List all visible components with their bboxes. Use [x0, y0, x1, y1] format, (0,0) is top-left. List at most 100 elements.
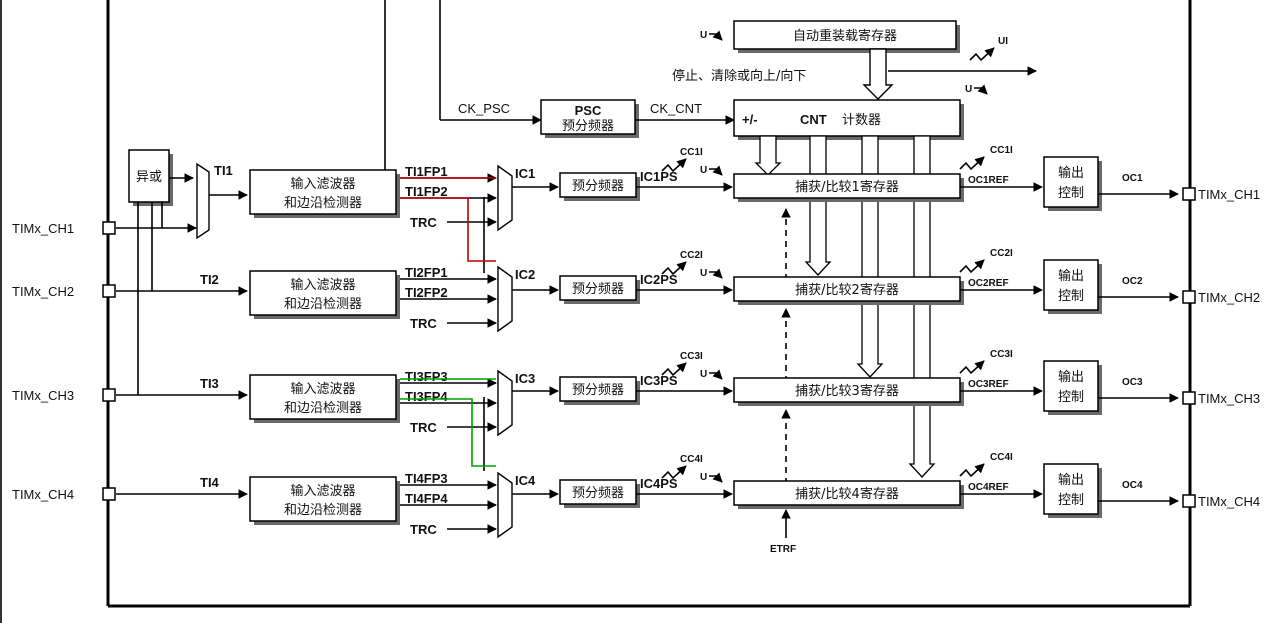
ch4-u-arrow [709, 472, 723, 483]
ti1-label: TI1 [214, 163, 233, 178]
ic3ps-label: IC3PS [640, 373, 678, 388]
ch2-pin-label: TIMx_CH2 [12, 284, 74, 299]
ch4-pin[interactable] [102, 487, 116, 501]
ti3fp4-to-ic4-link [400, 398, 496, 467]
ch1-u-arrow [709, 165, 723, 176]
ch1-pin-label: TIMx_CH1 [12, 221, 74, 236]
ch2-cc-out-label: CC2I [990, 248, 1013, 259]
xor-label: 异或 [136, 170, 162, 185]
ti2-label: TI2 [200, 272, 219, 287]
ch3-filter-block [249, 374, 397, 420]
ch2-pin[interactable] [102, 284, 116, 298]
ch4-fp-b-label: TI4FP4 [405, 491, 448, 506]
ch4-fp-a-label: TI4FP3 [405, 471, 448, 486]
oc3-label: OC3 [1122, 377, 1143, 388]
ch1-trc-label: TRC [410, 215, 437, 230]
ch3-output-label-2: 控制 [1058, 390, 1084, 405]
ch3-ocref-label: OC3REF [968, 379, 1009, 390]
ti3-label: TI3 [200, 376, 219, 391]
ch2-cc-out-flag [959, 259, 985, 274]
ch1-u-label: U [700, 165, 707, 176]
ch4-out-pin[interactable] [1182, 494, 1196, 508]
psc-sublabel: 预分频器 [562, 119, 614, 134]
cnt-u-arrow [974, 84, 988, 95]
ic3-mux [497, 369, 513, 437]
ch3-out-pin-label: TIMx_CH3 [1198, 391, 1260, 406]
ch2-output-label-1: 输出 [1058, 268, 1084, 284]
cnt-to-cc3-arrow [856, 135, 884, 378]
cnt-cn-label: 计数器 [842, 113, 881, 128]
cc4-register-label: 捕获/比较4寄存器 [795, 486, 899, 502]
ic1-mux [497, 164, 513, 232]
ch4-filter-block [249, 476, 397, 522]
ch1-output-label-2: 控制 [1058, 186, 1084, 201]
ch2-ocref-label: OC2REF [968, 278, 1009, 289]
ch3-cc-out-label: CC3I [990, 349, 1013, 360]
ch2-filter-label-2: 和边沿检测器 [284, 297, 362, 312]
ch3-prescaler-label: 预分频器 [572, 383, 624, 398]
ch3-u-arrow [709, 369, 723, 380]
ti1-mux [196, 162, 210, 240]
ch3-output-control [1043, 360, 1099, 412]
ch4-u-label: U [700, 472, 707, 483]
ch3-cci-flag [661, 362, 687, 377]
ic4-mux [497, 471, 513, 539]
ch4-output-control [1043, 463, 1099, 515]
ch4-prescaler-label: 预分频器 [572, 486, 624, 501]
ch1-prescaler [559, 172, 637, 198]
ch3-trc-label: TRC [410, 420, 437, 435]
ch2-filter-label-1: 输入滤波器 [290, 277, 355, 293]
ch3-output-label-1: 输出 [1058, 369, 1084, 385]
arr-u-label: U [700, 30, 707, 41]
arr-u-arrow [709, 30, 723, 41]
psc-label: PSC [575, 103, 602, 118]
ch1-fp-b-label: TI1FP2 [405, 184, 448, 199]
ch2-filter-block [249, 270, 397, 316]
ch2-cci-flag [661, 261, 687, 276]
ch3-out-pin[interactable] [1182, 391, 1196, 405]
ch4-prescaler [559, 479, 637, 505]
ch3-cc-out-flag [959, 360, 985, 375]
ti1fp2-to-ic2-link [400, 197, 496, 262]
ui-label: UI [998, 36, 1008, 47]
ic4-label: IC4 [515, 473, 536, 488]
cnt-u-label: U [965, 84, 972, 95]
ch1-out-pin[interactable] [1182, 187, 1196, 201]
ic2-mux [497, 265, 513, 333]
ch1-pin[interactable] [102, 221, 116, 235]
cnt-name-label: CNT [800, 112, 827, 127]
ch4-cc-out-label: CC4I [990, 452, 1013, 463]
stop-clear-label: 停止、清除或向上/向下 [672, 68, 806, 84]
ch1-cci-flag [661, 158, 687, 173]
ck-psc-label: CK_PSC [458, 101, 510, 116]
ch2-output-label-2: 控制 [1058, 289, 1084, 304]
ic4ps-label: IC4PS [640, 476, 678, 491]
ch2-trc-label: TRC [410, 316, 437, 331]
etrf-label: ETRF [770, 544, 796, 555]
ch1-filter-label-1: 输入滤波器 [290, 176, 355, 192]
ch4-cci-label: CC4I [680, 454, 703, 465]
ic2ps-label: IC2PS [640, 272, 678, 287]
ch4-trc-label: TRC [410, 522, 437, 537]
ch3-cci-label: CC3I [680, 351, 703, 362]
ic1-label: IC1 [515, 166, 535, 181]
ch2-prescaler [559, 275, 637, 301]
ch2-out-pin-label: TIMx_CH2 [1198, 290, 1260, 305]
ck-cnt-label: CK_CNT [650, 101, 702, 116]
ch4-output-label-2: 控制 [1058, 493, 1084, 508]
ch1-cc-out-flag [959, 156, 985, 171]
oc2-label: OC2 [1122, 276, 1143, 287]
ch2-out-pin[interactable] [1182, 290, 1196, 304]
ch3-u-label: U [700, 369, 707, 380]
psc-block [540, 99, 636, 135]
ch2-fp-a-label: TI2FP1 [405, 265, 448, 280]
ch1-fp-a-label: TI1FP1 [405, 164, 448, 179]
cnt-to-cc1-arrow [754, 135, 782, 176]
ic1ps-label: IC1PS [640, 169, 678, 184]
ch2-u-arrow [709, 268, 723, 279]
ch1-output-label-1: 输出 [1058, 165, 1084, 181]
ic2-label: IC2 [515, 267, 535, 282]
ch3-pin[interactable] [102, 388, 116, 402]
ch2-prescaler-label: 预分频器 [572, 282, 624, 297]
